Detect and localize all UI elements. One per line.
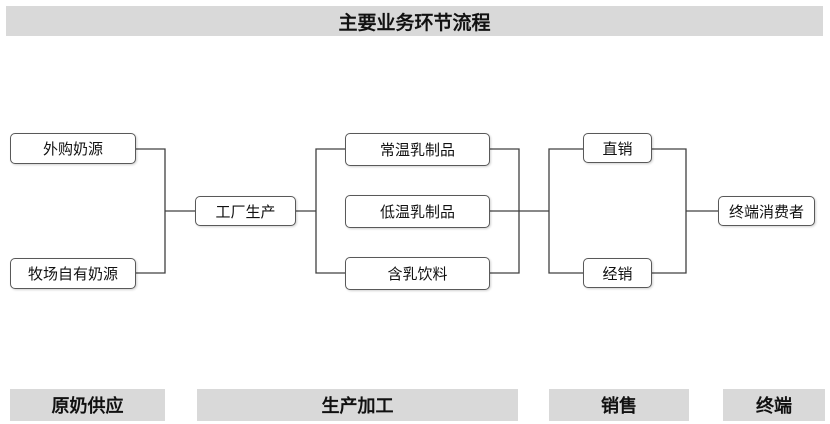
node-chilled-dairy: 低温乳制品 [345,195,490,228]
node-distribution: 经销 [583,258,652,288]
node-ambient-dairy: 常温乳制品 [345,133,490,166]
node-purchased-milk-source: 外购奶源 [10,133,136,164]
stage-sales: 销售 [549,389,689,421]
connector-sources-to-factory [136,148,166,274]
page-title: 主要业务环节流程 [6,6,823,36]
node-own-farm-milk-source: 牧场自有奶源 [10,258,136,289]
node-milk-beverage: 含乳饮料 [345,257,490,290]
stage-terminal: 终端 [723,389,825,421]
node-end-consumer: 终端消费者 [718,196,815,226]
node-direct-sales: 直销 [583,133,652,163]
connector-channels-to-consumer [652,148,687,274]
stage-raw-milk-supply: 原奶供应 [10,389,165,421]
stage-processing: 生产加工 [197,389,518,421]
node-factory-production: 工厂生产 [195,196,296,226]
